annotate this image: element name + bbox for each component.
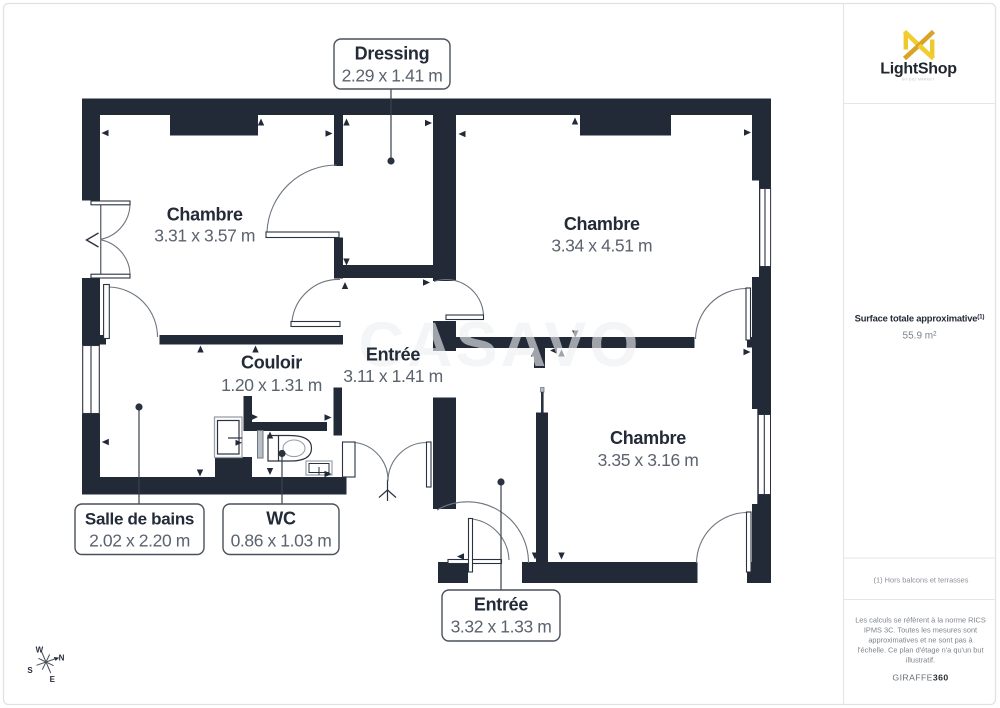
svg-text:Chambre: Chambre [610,428,686,448]
svg-text:1.20 x 1.31 m: 1.20 x 1.31 m [221,375,322,395]
svg-text:E: E [50,675,56,684]
svg-text:Surface totale approximative(1: Surface totale approximative(1) [855,313,985,324]
svg-text:0.86 x 1.03 m: 0.86 x 1.03 m [231,531,332,551]
svg-text:Chambre: Chambre [167,205,243,225]
svg-text:N: N [59,653,65,662]
svg-text:IPMS 3C. Toutes les mesures so: IPMS 3C. Toutes les mesures sont [864,626,977,635]
svg-text:S: S [27,666,33,675]
svg-text:BY DILI MARKET: BY DILI MARKET [902,78,935,82]
svg-text:Couloir: Couloir [241,353,302,373]
svg-text:W: W [36,645,44,654]
svg-text:Entrée: Entrée [474,595,529,615]
svg-text:2.29 x 1.41 m: 2.29 x 1.41 m [342,66,443,86]
svg-text:illustratif.: illustratif. [906,656,935,665]
svg-text:3.34 x 4.51 m: 3.34 x 4.51 m [551,236,652,256]
svg-text:3.32 x 1.33 m: 3.32 x 1.33 m [451,617,552,637]
svg-text:3.11 x 1.41 m: 3.11 x 1.41 m [343,366,443,386]
svg-text:55.9 m²: 55.9 m² [903,331,938,342]
svg-text:approximatives et ne sont pas: approximatives et ne sont pas à [868,636,973,645]
svg-text:Salle de bains: Salle de bains [85,510,194,529]
svg-text:2.02 x 2.20 m: 2.02 x 2.20 m [89,531,190,551]
svg-text:WC: WC [266,509,296,529]
svg-text:GIRAFFE360: GIRAFFE360 [892,673,948,683]
svg-text:3.31 x 3.57 m: 3.31 x 3.57 m [154,225,255,245]
svg-text:(1) Hors balcons et terrasses: (1) Hors balcons et terrasses [874,576,969,585]
svg-text:Entrée: Entrée [366,345,421,365]
svg-text:Les calculs se réfèrent à la n: Les calculs se réfèrent à la norme RICS [855,616,986,625]
svg-text:3.35 x 3.16 m: 3.35 x 3.16 m [598,450,699,470]
svg-text:Chambre: Chambre [564,214,640,234]
svg-text:Dressing: Dressing [355,44,430,64]
svg-text:LightShop: LightShop [880,61,957,78]
svg-text:CASAVO: CASAVO [359,310,642,380]
svg-text:l'échelle. Ce plan d'étage n'a: l'échelle. Ce plan d'étage n'a qu'un but [857,646,983,655]
